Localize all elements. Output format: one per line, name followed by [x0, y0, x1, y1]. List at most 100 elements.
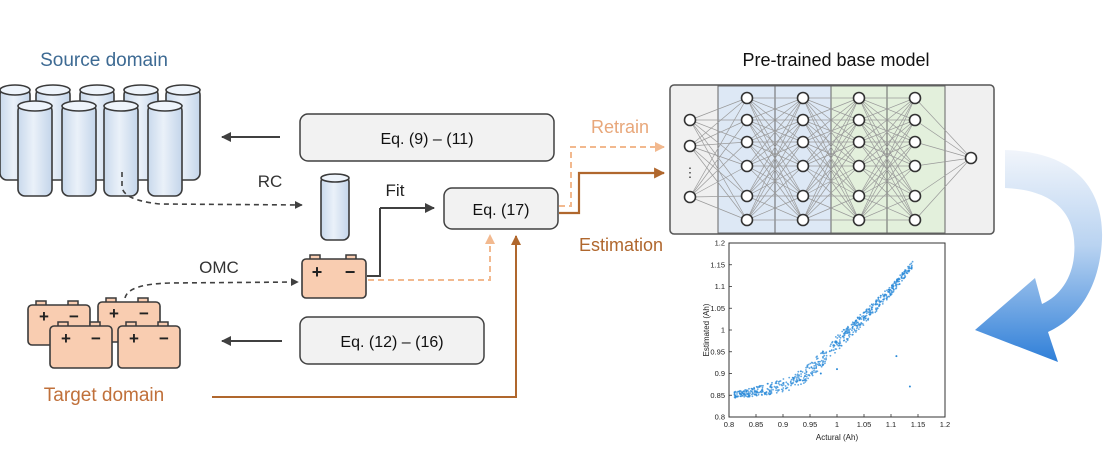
layer-band-3 — [830, 85, 888, 234]
chart-point — [888, 288, 891, 291]
chart-point — [856, 326, 859, 328]
chart-point — [839, 342, 842, 344]
chart-point — [799, 370, 802, 373]
chart-point — [832, 344, 835, 346]
network-edge — [746, 119, 804, 167]
chart-point — [882, 300, 884, 303]
chart-point — [911, 260, 914, 263]
chart-y-tick-label: 1.2 — [715, 239, 725, 248]
network-node — [740, 91, 754, 105]
chart-point — [902, 277, 904, 280]
network-ellipsis: ⋮ — [684, 165, 697, 180]
chart-point — [847, 338, 849, 340]
chart-point — [811, 373, 813, 376]
chart-point — [910, 267, 912, 270]
chart-point — [797, 377, 800, 379]
chart-point — [911, 264, 913, 267]
chart-point — [805, 366, 807, 369]
layer-band-4 — [886, 85, 946, 234]
network-nodes: ⋮ — [684, 91, 978, 227]
chart-point — [840, 344, 843, 347]
retrain-arrow — [559, 142, 665, 207]
chart-point — [839, 336, 842, 339]
chart-point — [881, 293, 884, 296]
chart-point — [800, 373, 802, 375]
chart-point — [760, 384, 763, 387]
rc-label: RC — [258, 172, 283, 191]
chart-point — [858, 316, 861, 319]
chart-point — [805, 379, 808, 382]
network-node — [908, 113, 922, 127]
chart-point — [736, 393, 738, 395]
chart-point — [796, 375, 799, 377]
chart-point — [824, 362, 826, 365]
chart-point — [791, 376, 794, 379]
chart-point — [768, 390, 771, 393]
chart-point — [750, 387, 753, 390]
chart-point — [888, 286, 891, 289]
chart-point — [865, 319, 868, 322]
chart-point — [907, 267, 910, 270]
chart-point — [828, 350, 831, 352]
chart-point — [867, 311, 869, 313]
chart-point — [862, 315, 865, 317]
chart-point — [756, 388, 759, 390]
chart-point — [759, 384, 761, 387]
chart-x-axis-label: Actural (Ah) — [816, 433, 859, 442]
network-edge — [689, 119, 748, 221]
chart-point — [733, 393, 736, 396]
chart-point — [804, 381, 807, 383]
chart-point — [820, 352, 822, 355]
battery-plus: + — [129, 329, 139, 348]
chart-point — [820, 365, 823, 368]
battery-to-eq17-dashed — [368, 234, 495, 281]
chart-point — [841, 335, 844, 338]
network-edge — [689, 145, 748, 197]
chart-point — [892, 285, 894, 287]
network-edge — [689, 119, 748, 198]
network-node — [740, 189, 754, 203]
chart-point — [903, 272, 905, 275]
network-edge — [802, 165, 860, 221]
network-edge — [746, 97, 804, 197]
chart-point — [901, 272, 904, 275]
chart-x-tick-label: 1.2 — [940, 420, 950, 429]
network-edge — [802, 97, 860, 221]
chart-point — [819, 372, 822, 375]
chart-point — [855, 331, 857, 333]
target-to-eq17-arrow — [212, 235, 521, 398]
network-edge — [914, 157, 972, 221]
chart-point — [883, 296, 885, 298]
chart-point — [822, 361, 824, 364]
chart-point — [834, 340, 837, 343]
network-edge — [689, 195, 748, 198]
chart-point — [898, 283, 901, 286]
chart-point — [838, 344, 841, 347]
eq-9-11-label: Eq. (9) – (11) — [380, 131, 473, 148]
chart-y-tick-label: 0.9 — [715, 369, 725, 378]
chart-point — [894, 280, 896, 283]
chart-point — [831, 341, 833, 344]
chart-point — [813, 371, 815, 373]
network-edge — [746, 97, 804, 167]
network-edge — [689, 196, 748, 221]
network-edge — [914, 157, 972, 167]
chart-point — [788, 389, 790, 392]
chart-point — [739, 395, 742, 398]
chart-point — [795, 378, 798, 381]
chart-point — [836, 343, 838, 346]
chart-y-axis-label: Estimated (Ah) — [702, 303, 711, 356]
chart-point — [792, 378, 795, 380]
chart-point — [843, 334, 846, 337]
network-edge — [802, 141, 860, 167]
chart-point — [832, 349, 835, 352]
source-cells-front-row — [17, 100, 183, 197]
network-node — [796, 213, 810, 227]
network-edge — [914, 157, 972, 197]
network-edge — [746, 141, 804, 197]
chart-point — [796, 373, 799, 376]
chart-point — [811, 361, 813, 364]
estimation-label: Estimation — [579, 235, 663, 255]
chart-point — [771, 381, 773, 384]
